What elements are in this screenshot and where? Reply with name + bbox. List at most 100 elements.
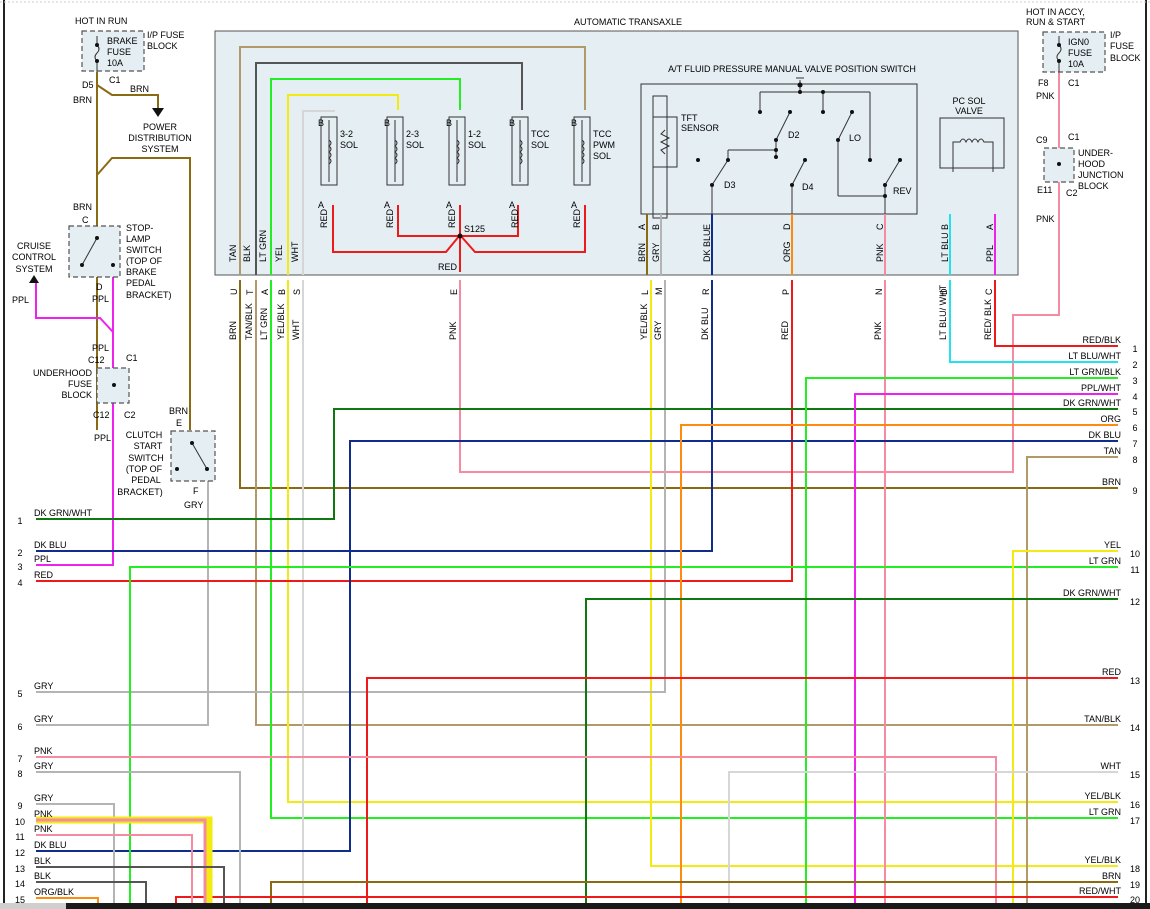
underhood-c2-label: C2 bbox=[124, 410, 136, 420]
svg-text:JUNCTION: JUNCTION bbox=[1078, 170, 1124, 180]
solenoid-2 bbox=[448, 116, 466, 186]
pnk-label-right-2: PNK bbox=[1036, 214, 1055, 224]
power-dist-label-1: POWER bbox=[143, 122, 178, 132]
stoplamp-switch bbox=[68, 225, 121, 278]
connector-pin: T bbox=[245, 289, 255, 295]
left-harness-number: 15 bbox=[15, 895, 25, 905]
left-harness-label: PNK bbox=[34, 746, 53, 756]
right-harness-number: 16 bbox=[1130, 800, 1140, 810]
brake-fuse-label-2: FUSE bbox=[107, 47, 131, 57]
connector-pin: A bbox=[260, 289, 270, 295]
connector-wire-label: BRN bbox=[228, 321, 238, 340]
left-harness-number: 14 bbox=[15, 879, 25, 889]
wire-gry-clutch bbox=[36, 481, 209, 726]
wire-brn-power bbox=[96, 84, 159, 108]
pin-b: B bbox=[509, 118, 515, 128]
connector-wire-label: RED bbox=[780, 320, 790, 340]
right-harness-label: YEL/BLK bbox=[1084, 855, 1121, 865]
clutch-contact bbox=[191, 442, 208, 470]
solenoid-label: SOL bbox=[406, 140, 424, 150]
coil-icon bbox=[394, 139, 398, 165]
left-harness-label: BLK bbox=[34, 871, 51, 881]
connector-wire-label: DK BLU bbox=[700, 307, 710, 340]
solenoids-layer: BA3-2SOLBA2-3SOLBA1-2SOLBATCCSOLBATCCPWM… bbox=[318, 116, 615, 210]
pin-a: A bbox=[509, 200, 515, 210]
connector-pin: D bbox=[939, 288, 949, 295]
right-harness-number: 19 bbox=[1130, 880, 1140, 890]
connector-pin: L bbox=[640, 290, 650, 295]
brake-fuse-block bbox=[81, 30, 145, 72]
stoplamp-brn-label: BRN bbox=[73, 202, 92, 212]
wire-ltgrn-internal bbox=[270, 78, 461, 275]
valve-wire-label: PPL bbox=[985, 245, 995, 262]
coil-icon bbox=[519, 139, 523, 165]
connector-wire-label: YEL/BLK bbox=[276, 303, 286, 340]
switch-position-d2: D2 bbox=[788, 130, 800, 140]
svg-text:PEDAL: PEDAL bbox=[126, 278, 156, 288]
left-harness-label: GRY bbox=[34, 714, 53, 724]
left-harness-label: GRY bbox=[34, 681, 53, 691]
underhood-c12-top: C12 bbox=[88, 355, 105, 365]
ign0-fuse-block bbox=[1042, 31, 1106, 73]
left-harness-number: 12 bbox=[15, 848, 25, 858]
clutch-brn-label: BRN bbox=[169, 406, 188, 416]
connector-wire-label: LT GRN bbox=[259, 308, 269, 340]
right-harness-label: RED/BLK bbox=[1082, 335, 1121, 345]
valve-pin: B bbox=[651, 224, 661, 230]
pin-b: B bbox=[571, 118, 577, 128]
horizontal-scrollbar[interactable] bbox=[66, 903, 1150, 909]
right-harness-label: TAN/BLK bbox=[1084, 714, 1121, 724]
c2-label-right: C2 bbox=[1066, 188, 1078, 198]
right-harness-label: RED bbox=[1102, 667, 1122, 677]
wire-red-pwm bbox=[459, 205, 586, 253]
left-harness-label: RED bbox=[34, 570, 54, 580]
right-harness-number: 18 bbox=[1130, 864, 1140, 874]
wire-blk-14 bbox=[36, 881, 147, 909]
left-harness-number: 4 bbox=[17, 578, 22, 588]
valve-pin: A bbox=[637, 224, 647, 230]
right-harness-label: LT GRN bbox=[1089, 556, 1121, 566]
ip-label-1: I/P bbox=[1110, 30, 1121, 40]
coil-icon bbox=[328, 139, 332, 165]
valve-wire-label: BRN bbox=[637, 243, 647, 262]
connector-pin: R bbox=[701, 288, 711, 295]
wire-red-4 bbox=[36, 280, 793, 582]
wire-ltgrnblk-3 bbox=[805, 377, 1118, 909]
left-harness-label: PPL bbox=[34, 554, 51, 564]
left-harness-number: 6 bbox=[17, 722, 22, 732]
brake-fuse-label-3: 10A bbox=[107, 58, 123, 68]
splice-dot bbox=[457, 233, 463, 239]
connector-wire-label: GRY bbox=[653, 321, 663, 340]
svg-text:(TOP OF: (TOP OF bbox=[126, 256, 163, 266]
right-harness-label: TAN bbox=[1104, 446, 1121, 456]
svg-text:CLUTCH: CLUTCH bbox=[126, 430, 163, 440]
right-harness-label: LT GRN/BLK bbox=[1069, 367, 1121, 377]
right-harness-number: 11 bbox=[1130, 565, 1139, 575]
underhood-ppl-label-2: PPL bbox=[94, 433, 111, 443]
stoplamp-ppl-label: PPL bbox=[92, 294, 109, 304]
connector-pin: N bbox=[874, 289, 884, 296]
ip-label-2: FUSE bbox=[1110, 41, 1134, 51]
connector-pin: E bbox=[449, 289, 459, 295]
underhood-c1-label: C1 bbox=[126, 353, 138, 363]
f8-label: F8 bbox=[1038, 78, 1049, 88]
valve-pin: C bbox=[875, 223, 885, 230]
svg-text:HOOD: HOOD bbox=[1078, 159, 1106, 169]
left-harness-number: 10 bbox=[15, 817, 25, 827]
left-harness-label: DK GRN/WHT bbox=[34, 508, 92, 518]
right-harness-label: BRN bbox=[1102, 477, 1121, 487]
switch-position-lo: LO bbox=[849, 133, 861, 143]
right-harness-number: 2 bbox=[1132, 360, 1137, 370]
connector-pin: S bbox=[292, 289, 302, 295]
left-harness-number: 9 bbox=[17, 801, 22, 811]
ign0-fuse-label-1: IGN0 bbox=[1068, 37, 1089, 47]
clutch-pin-e: E bbox=[176, 418, 182, 428]
pin-b: B bbox=[318, 118, 324, 128]
pc-sol-coil-icon bbox=[952, 138, 994, 172]
solenoid-label: SOL bbox=[531, 140, 549, 150]
svg-text:BRACKET): BRACKET) bbox=[117, 487, 163, 497]
valve-pin: A bbox=[985, 224, 995, 230]
clutch-switch-label: CLUTCH START SWITCH (TOP OF PEDAL BRACKE… bbox=[117, 430, 164, 497]
wire-tan-8 bbox=[1026, 456, 1118, 909]
